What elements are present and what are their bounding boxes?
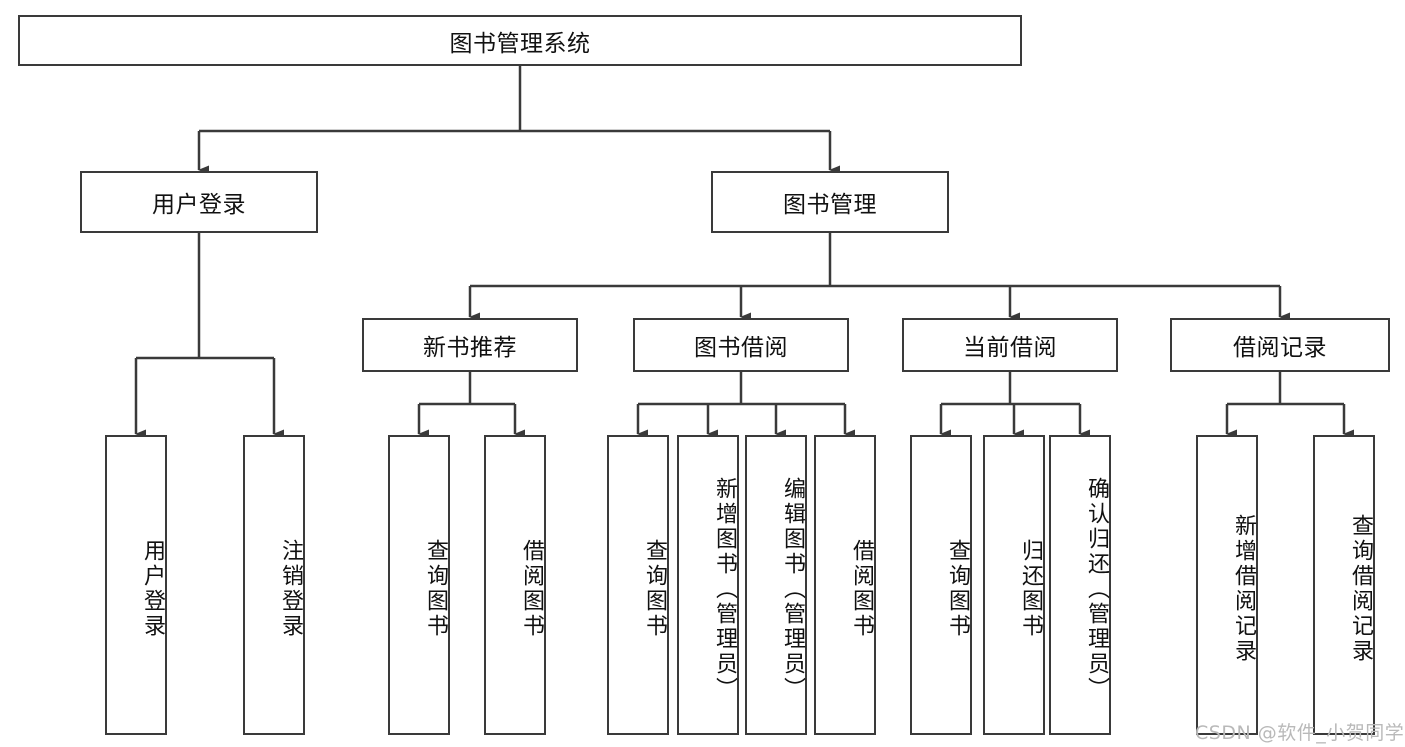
leaf-confirm-return-admin-label: 确认归还（管理员） <box>1084 476 1109 702</box>
leaf-borrow-book[interactable]: 借阅图书 <box>814 435 876 735</box>
node-user-login[interactable]: 用户登录 <box>80 171 318 233</box>
node-book-borrow-label: 图书借阅 <box>694 335 788 361</box>
leaf-borrow-book-label: 借阅图书 <box>849 539 874 639</box>
leaf-return-book[interactable]: 归还图书 <box>983 435 1045 735</box>
leaf-confirm-return-admin[interactable]: 确认归还（管理员） <box>1049 435 1111 735</box>
leaf-add-borrow-record[interactable]: 新增借阅记录 <box>1196 435 1258 735</box>
leaf-add-book-admin-label: 新增图书（管理员） <box>712 476 737 702</box>
leaf-user-login[interactable]: 用户登录 <box>105 435 167 735</box>
node-current-borrow-label: 当前借阅 <box>963 335 1057 361</box>
node-book-management[interactable]: 图书管理 <box>711 171 949 233</box>
leaf-edit-book-admin[interactable]: 编辑图书（管理员） <box>745 435 807 735</box>
leaf-logout-login[interactable]: 注销登录 <box>243 435 305 735</box>
watermark: CSDN @软件_小贺同学 <box>1195 722 1405 744</box>
node-new-book-recommend[interactable]: 新书推荐 <box>362 318 578 372</box>
node-new-book-recommend-label: 新书推荐 <box>423 335 517 361</box>
edge-group <box>134 66 1354 439</box>
leaf-query-book-recommend-label: 查询图书 <box>423 539 448 639</box>
node-book-borrow[interactable]: 图书借阅 <box>633 318 849 372</box>
leaf-query-book-borrow-label: 查询图书 <box>642 539 667 639</box>
node-root[interactable]: 图书管理系统 <box>18 15 1022 66</box>
leaf-query-book-recommend[interactable]: 查询图书 <box>388 435 450 735</box>
leaf-borrow-book-recommend-label: 借阅图书 <box>519 539 544 639</box>
leaf-query-borrow-record-label: 查询借阅记录 <box>1348 514 1373 664</box>
leaf-add-borrow-record-label: 新增借阅记录 <box>1231 514 1256 664</box>
leaf-edit-book-admin-label: 编辑图书（管理员） <box>780 476 805 702</box>
node-book-management-label: 图书管理 <box>783 192 877 218</box>
leaf-query-book-current-label: 查询图书 <box>945 539 970 639</box>
leaf-query-borrow-record[interactable]: 查询借阅记录 <box>1313 435 1375 735</box>
node-current-borrow[interactable]: 当前借阅 <box>902 318 1118 372</box>
leaf-user-login-label: 用户登录 <box>140 539 165 639</box>
node-borrow-record-label: 借阅记录 <box>1233 335 1327 361</box>
leaf-return-book-label: 归还图书 <box>1018 539 1043 639</box>
leaf-logout-login-label: 注销登录 <box>278 539 303 639</box>
leaf-add-book-admin[interactable]: 新增图书（管理员） <box>677 435 739 735</box>
leaf-borrow-book-recommend[interactable]: 借阅图书 <box>484 435 546 735</box>
leaf-query-book-borrow[interactable]: 查询图书 <box>607 435 669 735</box>
node-user-login-label: 用户登录 <box>152 192 246 218</box>
leaf-query-book-current[interactable]: 查询图书 <box>910 435 972 735</box>
node-root-label: 图书管理系统 <box>449 30 591 57</box>
node-borrow-record[interactable]: 借阅记录 <box>1170 318 1390 372</box>
